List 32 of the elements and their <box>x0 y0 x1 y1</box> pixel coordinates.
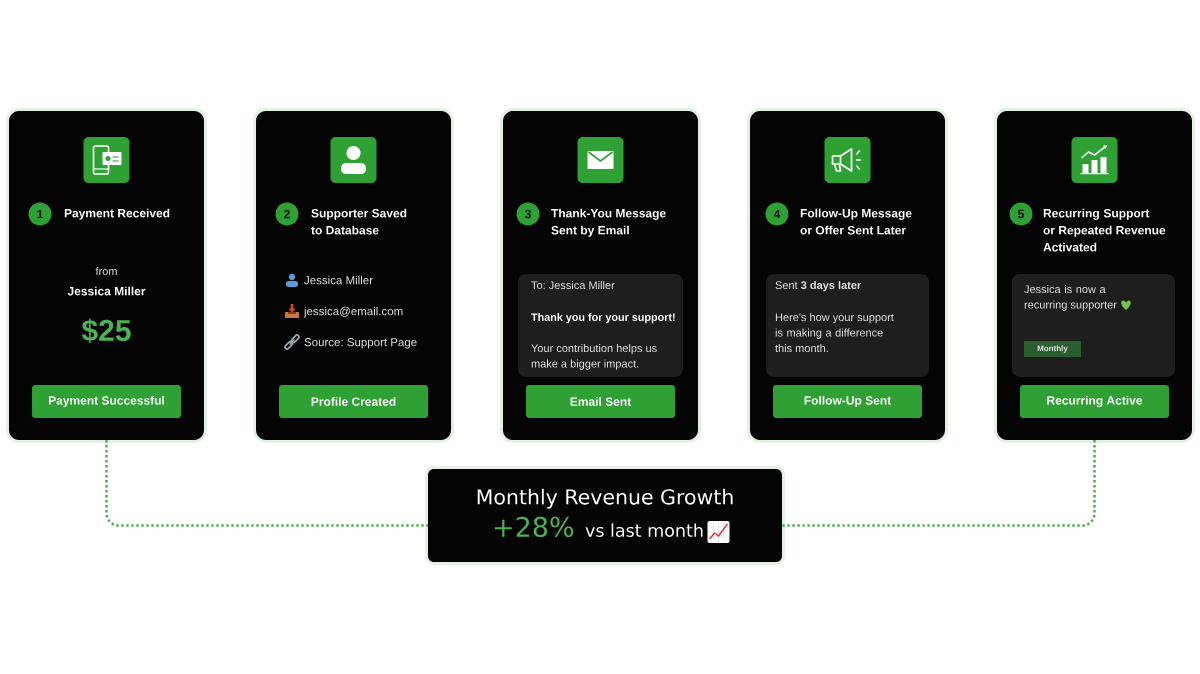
step-number: 1 <box>28 202 52 226</box>
dotted-connector <box>782 440 1096 527</box>
supporter-name: Jessica Miller <box>67 286 146 296</box>
status-button: Email Sent <box>526 385 675 418</box>
message-text: Sent 3 days later <box>775 281 862 292</box>
amount: $25 <box>81 318 131 343</box>
status-button: Follow-Up Sent <box>773 385 922 418</box>
contact-detail: Jessica Miller <box>304 275 373 285</box>
step-number: 4 <box>765 202 789 226</box>
contact-detail: Source: Support Page <box>304 338 417 349</box>
status-button: Profile Created <box>279 385 428 418</box>
status-button: Recurring Active <box>1020 385 1169 418</box>
message-text: Thank you for your support! <box>531 313 675 324</box>
growth-figure: +28% <box>494 516 574 538</box>
message-text: Here's how your support is making a difference this month. <box>775 313 894 353</box>
step-title: Follow-Up Message or Offer Sent Later <box>800 208 912 235</box>
step-title: Supporter Saved to Database <box>311 208 407 235</box>
summary-title: Monthly Revenue Growth <box>477 488 733 509</box>
step-number: 5 <box>1009 202 1033 226</box>
step-title: Thank-You Message Sent by Email <box>551 208 666 237</box>
step-number: 3 <box>516 202 540 226</box>
message-text: To: Jessica Miller <box>531 281 615 290</box>
dotted-connector <box>105 440 428 527</box>
step-title: Recurring Support or Repeated Revenue Activated <box>1043 208 1166 252</box>
message-text: Your contribution helps us make a bigger impact. <box>531 344 657 370</box>
message-text: Jessica is now a recurring supporter <box>1024 285 1117 311</box>
status-button: Payment Successful <box>32 385 181 418</box>
comparison-text: vs last month <box>585 523 703 537</box>
step-title: Payment Received <box>64 208 170 220</box>
body-text: from <box>95 267 117 276</box>
contact-detail: jessica@email.com <box>303 306 403 318</box>
step-number: 2 <box>275 202 299 226</box>
